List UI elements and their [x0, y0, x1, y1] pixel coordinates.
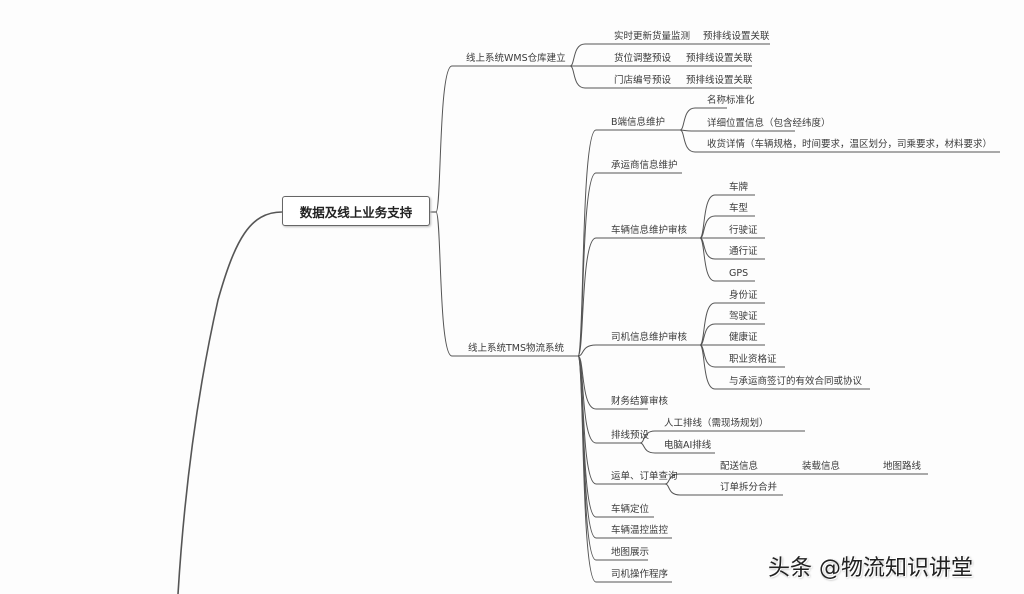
node-carrier-connector — [577, 172, 682, 357]
node-wms-child-connector — [569, 65, 752, 89]
root-node-label: 数据及线上业务支持 — [299, 204, 413, 220]
node-wms-sub-label[interactable]: 预排线设置关联 — [703, 31, 770, 42]
node-orders-label[interactable]: 运单、订单查询 — [611, 471, 678, 482]
node-driver-child-connector — [699, 323, 765, 346]
node-vehicle-child-connector — [699, 237, 755, 282]
node-driver-child-label[interactable]: 健康证 — [729, 332, 758, 343]
node-routing-child-label[interactable]: 电脑AI排线 — [664, 440, 712, 451]
node-driver-child-connector — [699, 344, 870, 390]
node-driver-connector — [577, 344, 700, 357]
node-routing-child-label[interactable]: 人工排线（需现场规划） — [664, 418, 769, 429]
node-b-end-child-connector — [679, 107, 727, 131]
node-wms-connector — [435, 65, 570, 213]
node-wms-sub-label[interactable]: 预排线设置关联 — [686, 53, 753, 64]
node-driver-child-label[interactable]: 与承运商签订的有效合同或协议 — [729, 376, 863, 387]
node-wms-child-connector — [569, 43, 770, 67]
node-order-split-connector — [664, 483, 783, 496]
node-vehicle-child-connector — [699, 215, 755, 239]
node-finance-label[interactable]: 财务结算审核 — [611, 396, 669, 407]
node-vehicle-child-label[interactable]: 车型 — [729, 203, 749, 214]
node-wms-label[interactable]: 线上系统WMS仓库建立 — [466, 53, 566, 64]
node-order-split-label[interactable]: 订单拆分合并 — [720, 482, 778, 493]
node-routing-child-connector — [639, 430, 805, 444]
node-orders-connector — [577, 355, 665, 485]
node-b-end-child-label[interactable]: 详细位置信息（包含经纬度） — [707, 118, 831, 129]
node-tms-connector — [435, 211, 578, 357]
node-delivery-connector — [664, 473, 928, 485]
node-b-end-child-connector — [679, 129, 1000, 153]
node-delivery-label[interactable]: 配送信息 — [720, 461, 759, 472]
node-b-end-child-label[interactable]: 名称标准化 — [707, 95, 755, 106]
node-wms-child-label[interactable]: 门店编号预设 — [614, 75, 672, 86]
node-wms-child-label[interactable]: 货位调整预设 — [614, 53, 672, 64]
node-driver-child-label[interactable]: 身份证 — [729, 290, 758, 301]
node-locate-label[interactable]: 车辆定位 — [611, 504, 650, 515]
node-vehicle-label[interactable]: 车辆信息维护审核 — [611, 225, 688, 236]
node-b-end-label[interactable]: B端信息维护 — [611, 117, 666, 128]
node-driver-app-label[interactable]: 司机操作程序 — [611, 569, 669, 580]
node-b-end-child-label[interactable]: 收货详情（车辆规格，时间要求，温区划分，司乘要求，材料要求） — [707, 139, 993, 150]
node-vehicle-child-label[interactable]: 行驶证 — [729, 225, 758, 236]
node-carrier-label[interactable]: 承运商信息维护 — [611, 160, 678, 171]
node-vehicle-child-label[interactable]: 车牌 — [729, 182, 749, 193]
node-b-end-child-connector — [679, 129, 795, 132]
root-incoming-connector — [177, 211, 283, 594]
node-driver-child-label[interactable]: 职业资格证 — [729, 354, 777, 365]
watermark: 头条 @物流知识讲堂 — [768, 556, 973, 581]
node-driver-label[interactable]: 司机信息维护审核 — [611, 332, 688, 343]
node-routing-child-connector — [639, 442, 715, 454]
node-temp-label[interactable]: 车辆温控监控 — [611, 525, 669, 536]
node-wms-child-label[interactable]: 实时更新货量监测 — [614, 31, 691, 42]
node-loading-label[interactable]: 装载信息 — [802, 461, 841, 472]
node-vehicle-child-label[interactable]: GPS — [729, 268, 749, 279]
node-driver-app-connector — [577, 355, 672, 583]
node-routing-label[interactable]: 排线预设 — [611, 430, 650, 441]
node-map-route-label[interactable]: 地图路线 — [883, 461, 922, 472]
node-vehicle-child-label[interactable]: 通行证 — [729, 246, 758, 257]
node-map-label[interactable]: 地图展示 — [611, 547, 650, 558]
node-wms-sub-label[interactable]: 预排线设置关联 — [686, 75, 753, 86]
root-node[interactable]: 数据及线上业务支持 — [282, 196, 430, 226]
node-tms-label[interactable]: 线上系统TMS物流系统 — [468, 343, 565, 354]
node-driver-child-label[interactable]: 驾驶证 — [729, 311, 758, 322]
